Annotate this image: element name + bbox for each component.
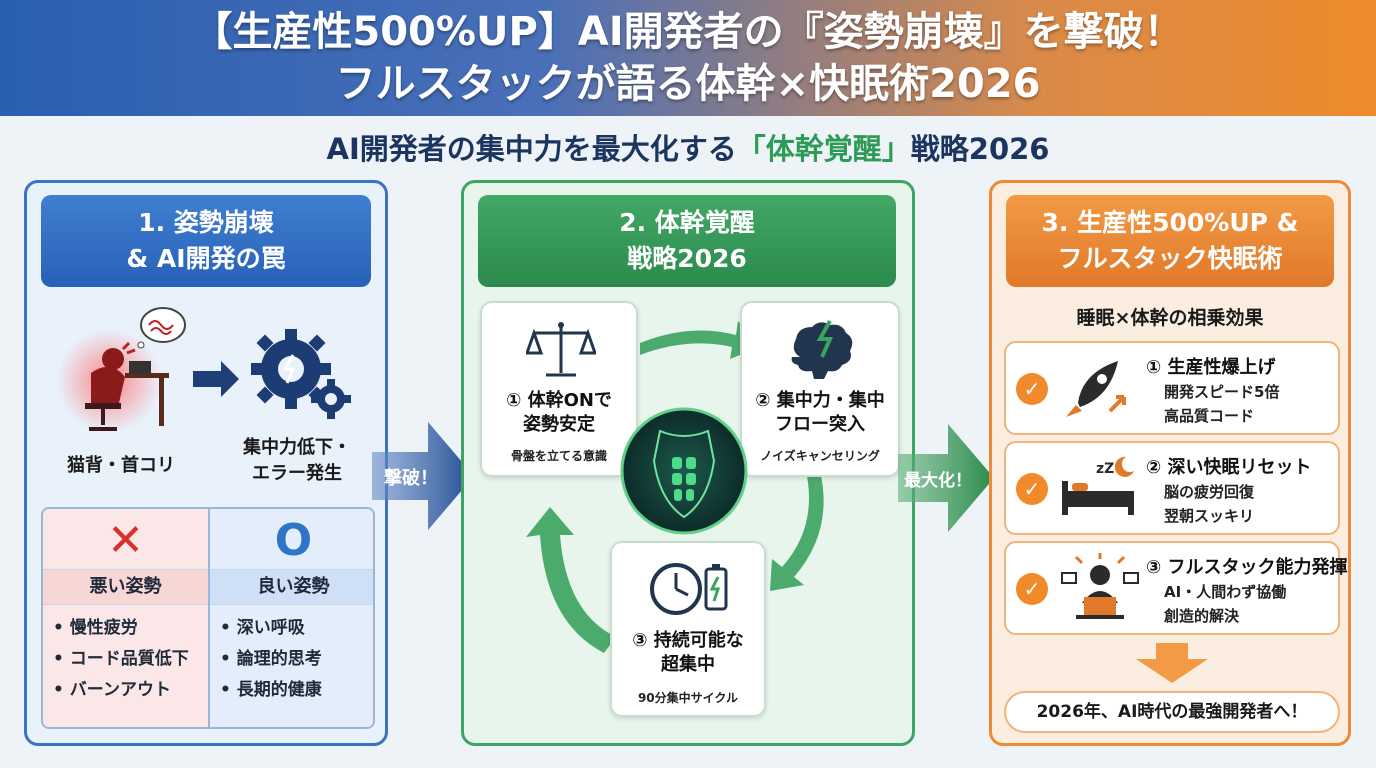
hunched-developer-icon <box>57 307 186 433</box>
panel1-title: 1. 姿勢崩壊 & AI開発の罠 <box>41 195 371 287</box>
maximize-arrow-icon <box>898 424 994 532</box>
focus-flow-title-2: フロー突入 <box>775 414 865 435</box>
benefit-1-detail-2: 高品質コード <box>1164 407 1255 425</box>
good-posture-heading: 良い姿勢 <box>210 569 373 605</box>
panel1-title-line1: 1. 姿勢崩壊 <box>138 208 274 237</box>
benefit-2-title: ② 深い快眠リセット <box>1146 457 1312 478</box>
error-label-line2: エラー発生 <box>252 463 342 484</box>
benefit-3-detail-1: AI・人間わず協働 <box>1164 583 1287 601</box>
benefit-3-title: ③ フルスタック能力発揮 <box>1146 557 1348 578</box>
bad-posture-list: 慢性疲労 コード品質低下 バーンアウト <box>53 613 189 706</box>
main-title-line2: フルスタックが語る体幹×快眠術2026 <box>335 61 1041 107</box>
error-label: 集中力低下・ エラー発生 <box>217 435 377 487</box>
sustainable-sub: 90分集中サイクル <box>637 691 739 705</box>
break-through-arrow-icon <box>372 422 474 530</box>
core-on-sub: 骨盤を立てる意識 <box>510 449 607 463</box>
panel3-title-line2: フルスタック快眠術 <box>1057 244 1283 273</box>
list-item: コード品質低下 <box>53 644 189 675</box>
check-icon: ✓ <box>1016 373 1048 405</box>
panel-productivity: 3. 生産性500%UP & フルスタック快眠術 睡眠×体幹の相乗効果 ✓ ① … <box>989 180 1351 746</box>
panel1-title-line2: & AI開発の罠 <box>126 244 286 273</box>
list-item: 論理的思考 <box>220 644 322 675</box>
maximize-label: 最大化！ <box>904 471 972 491</box>
right-arrow-icon <box>193 361 239 397</box>
panel2-title-line2: 戦略2026 <box>627 244 747 273</box>
clock-battery-icon <box>650 563 728 615</box>
circle-mark-icon: O <box>274 515 313 566</box>
cross-mark-icon: ✕ <box>107 515 144 566</box>
good-posture-column: O 良い姿勢 深い呼吸 論理的思考 長期的健康 <box>210 509 373 727</box>
svg-text:zZ: zZ <box>1096 461 1114 477</box>
final-goal-banner: 2026年、AI時代の最強開発者へ！ <box>1004 691 1340 733</box>
main-title-line1: 【生産性500%UP】AI開発者の『姿勢崩壊』を撃破！ <box>192 9 1184 55</box>
developer-icon <box>1061 553 1139 619</box>
synergy-subheading: 睡眠×体幹の相乗効果 <box>1076 307 1264 329</box>
sustainable-focus-card: ③ 持続可能な 超集中 90分集中サイクル <box>610 541 766 717</box>
subtitle-pre: AI開発者の集中力を最大化する <box>326 132 737 166</box>
panel2-title-line1: 2. 体幹覚醒 <box>619 208 755 237</box>
cycle-arrows-icon <box>526 321 824 653</box>
list-item: 長期的健康 <box>220 675 322 706</box>
benefit-item-sleep: ✓ zZ ② 深い快眠リセット 脳の疲労回復 翌朝スッキリ <box>1004 441 1340 535</box>
benefit-item-fullstack: ✓ ③ フルスタック能力発揮 AI・人間わず協働 創造的解決 <box>1004 541 1348 635</box>
check-icon: ✓ <box>1016 473 1048 505</box>
bad-posture-column: ✕ 悪い姿勢 慢性疲労 コード品質低下 バーンアウト <box>43 509 210 727</box>
list-item: 深い呼吸 <box>220 613 322 644</box>
list-item: バーンアウト <box>53 675 189 706</box>
broken-gears-icon <box>251 329 351 419</box>
benefit-2-detail-2: 翌朝スッキリ <box>1164 507 1255 525</box>
rocket-icon <box>1066 361 1126 417</box>
panel3-title: 3. 生産性500%UP & フルスタック快眠術 <box>1006 195 1334 287</box>
subtitle: AI開発者の集中力を最大化する「体幹覚醒」戦略2026 <box>0 126 1376 168</box>
benefit-1-detail-1: 開発スピード5倍 <box>1164 383 1280 401</box>
slouch-label: 猫背・首コリ <box>67 455 175 476</box>
benefit-2-detail-1: 脳の疲労回復 <box>1164 483 1255 501</box>
subtitle-highlight: 「体幹覚醒」 <box>736 132 911 166</box>
core-muscle-icon <box>620 407 748 535</box>
bad-posture-heading: 悪い姿勢 <box>43 569 208 605</box>
subtitle-post: 戦略2026 <box>910 132 1050 166</box>
panel-core-awakening: 2. 体幹覚醒 戦略2026 ① 体幹ONで 姿勢安定 骨盤を立てる意識 <box>461 180 915 746</box>
panel3-title-line1: 3. 生産性500%UP & <box>1041 208 1299 237</box>
scale-icon <box>526 322 596 377</box>
error-label-line1: 集中力低下・ <box>243 437 351 458</box>
benefit-item-productivity: ✓ ① 生産性爆上げ 開発スピード5倍 高品質コード <box>1004 341 1340 435</box>
core-on-title-2: 姿勢安定 <box>523 414 595 435</box>
break-through-label: 撃破！ <box>384 468 438 489</box>
focus-flow-card: ② 集中力・集中 フロー突入 ノイズキャンセリング <box>740 301 900 477</box>
core-on-title-1: ① 体幹ONで <box>506 390 612 411</box>
check-icon: ✓ <box>1016 573 1048 605</box>
down-arrow-icon <box>1136 643 1208 683</box>
posture-comparison-table: ✕ 悪い姿勢 慢性疲労 コード品質低下 バーンアウト O 良い姿勢 深い呼吸 論… <box>41 507 375 729</box>
panel-posture-collapse: 1. 姿勢崩壊 & AI開発の罠 猫背・首コリ <box>24 180 388 746</box>
core-on-card: ① 体幹ONで 姿勢安定 骨盤を立てる意識 <box>480 301 638 477</box>
good-posture-list: 深い呼吸 論理的思考 長期的健康 <box>220 613 322 706</box>
header-banner: 【生産性500%UP】AI開発者の『姿勢崩壊』を撃破！ フルスタックが語る体幹×… <box>0 0 1376 116</box>
brain-icon <box>791 320 853 379</box>
list-item: 慢性疲労 <box>53 613 189 644</box>
panel2-title: 2. 体幹覚醒 戦略2026 <box>478 195 896 287</box>
focus-flow-sub: ノイズキャンセリング <box>760 449 880 463</box>
sustainable-title-1: ③ 持続可能な <box>632 630 744 651</box>
benefit-3-detail-2: 創造的解決 <box>1164 607 1240 625</box>
benefit-1-title: ① 生産性爆上げ <box>1146 357 1276 378</box>
bed-icon: zZ <box>1062 456 1134 515</box>
focus-flow-title-1: ② 集中力・集中 <box>755 390 885 411</box>
sustainable-title-2: 超集中 <box>661 654 715 675</box>
